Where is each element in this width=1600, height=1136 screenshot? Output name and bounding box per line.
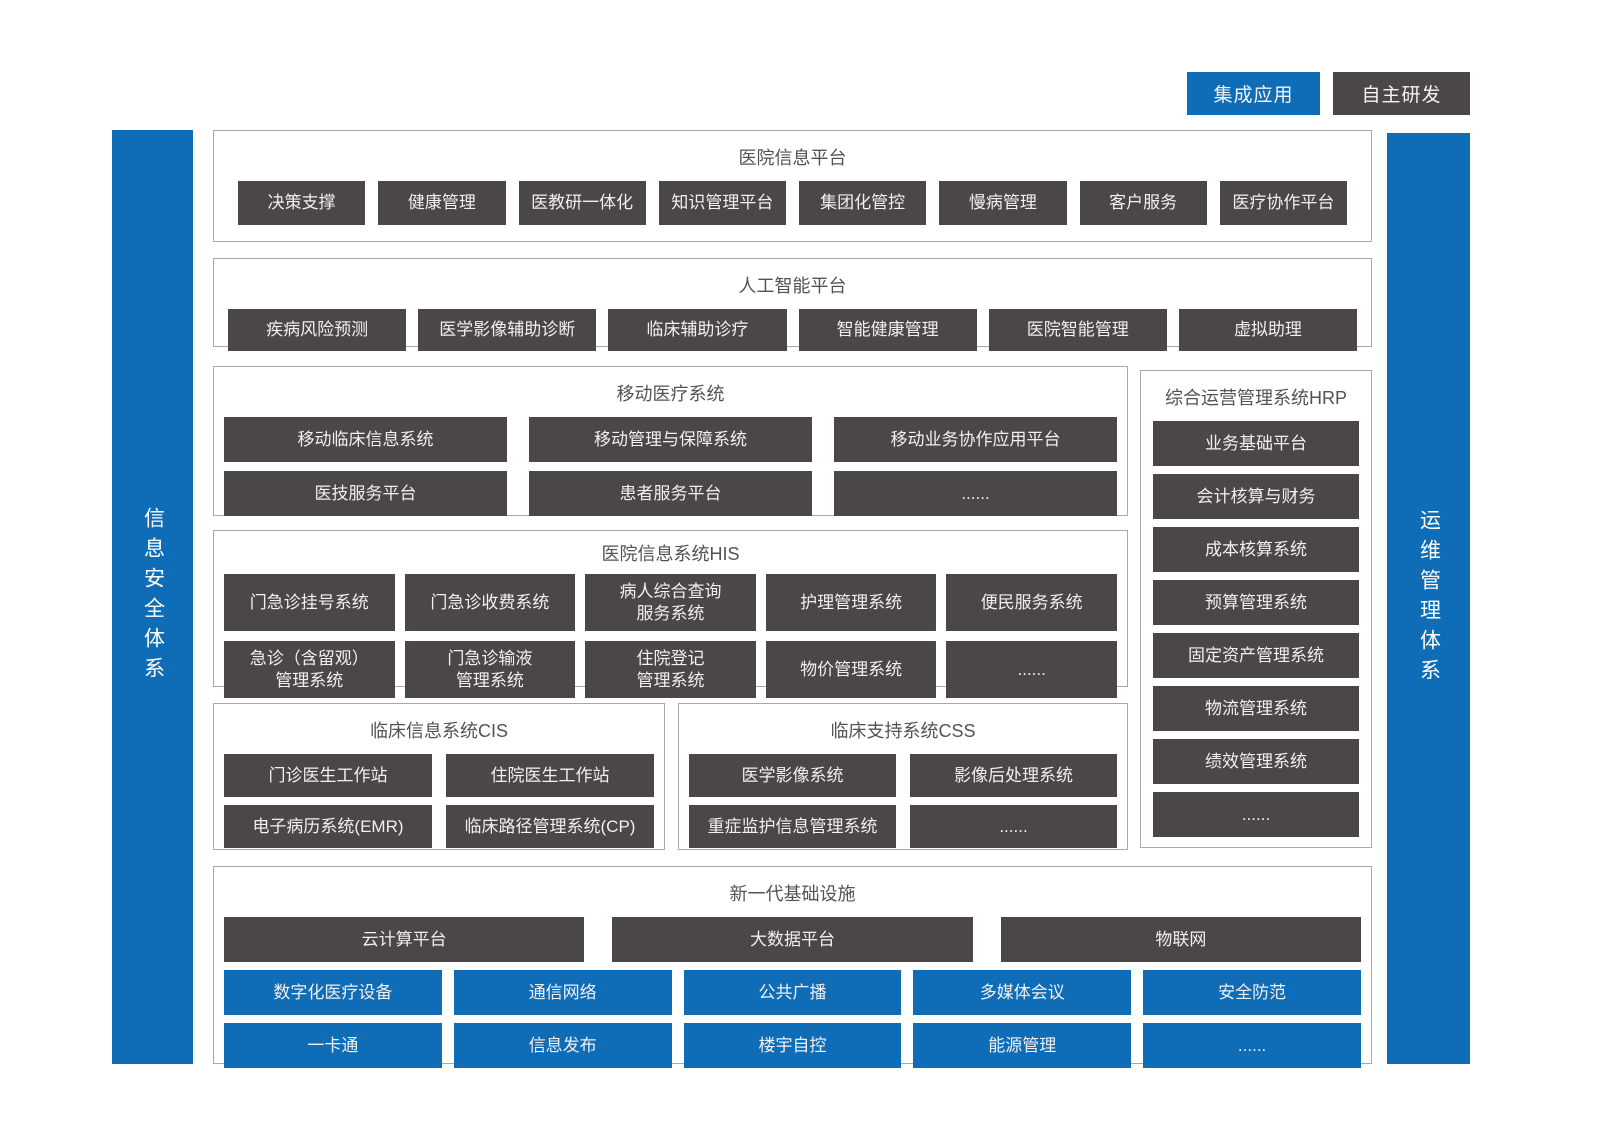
mobile-box-row: 移动临床信息系统 移动管理与保障系统 移动业务协作应用平台 <box>214 417 1127 462</box>
diagram-box: 数字化医疗设备 <box>224 970 442 1015</box>
diagram-box: 物流管理系统 <box>1153 686 1359 731</box>
diagram-box: 绩效管理系统 <box>1153 739 1359 784</box>
legend-integrated-chip: 集成应用 <box>1187 72 1320 115</box>
hospital-info-platform-title: 医院信息平台 <box>738 148 847 168</box>
legend-self-developed-chip: 自主研发 <box>1333 72 1470 115</box>
diagram-box: 业务基础平台 <box>1153 421 1359 466</box>
css-box-row: 重症监护信息管理系统 ...... <box>679 805 1127 848</box>
diagram-box: 临床辅助诊疗 <box>608 309 787 351</box>
his-title: 医院信息系统HIS <box>601 544 740 564</box>
diagram-box: 成本核算系统 <box>1153 527 1359 572</box>
infrastructure-title: 新一代基础设施 <box>729 884 856 904</box>
diagram-box: 临床路径管理系统(CP) <box>446 805 654 848</box>
diagram-box: 电子病历系统(EMR) <box>224 805 432 848</box>
diagram-box: 客户服务 <box>1079 181 1207 225</box>
diagram-box: 医疗协作平台 <box>1219 181 1347 225</box>
hrp-title: 综合运营管理系统HRP <box>1164 388 1347 408</box>
diagram-box: 影像后处理系统 <box>910 754 1117 797</box>
diagram-box: 会计核算与财务 <box>1153 474 1359 519</box>
diagram-box: 知识管理平台 <box>658 181 786 225</box>
infra-dark-row: 云计算平台 大数据平台 物联网 <box>214 917 1371 962</box>
diagram-box: 物联网 <box>1000 917 1361 962</box>
diagram-box: 预算管理系统 <box>1153 580 1359 625</box>
diagram-box: ...... <box>1143 1023 1361 1068</box>
diagram-box: ...... <box>834 471 1117 516</box>
diagram-box: 物价管理系统 <box>765 641 937 698</box>
diagram-box: 移动管理与保障系统 <box>529 417 812 462</box>
diagram-box: 患者服务平台 <box>529 471 812 516</box>
diagram-box: 疾病风险预测 <box>228 309 407 351</box>
diagram-box: 云计算平台 <box>224 917 585 962</box>
diagram-box: 住院登记 管理系统 <box>585 641 756 698</box>
panel-hospital-info-platform: 医院信息平台 决策支撑 健康管理 医教研一体化 知识管理平台 集团化管控 慢病管… <box>213 130 1372 242</box>
diagram-box: 通信网络 <box>453 970 672 1015</box>
panel-hrp: 综合运营管理系统HRP 业务基础平台 会计核算与财务 成本核算系统 预算管理系统… <box>1140 370 1372 848</box>
diagram-box: 决策支撑 <box>238 181 366 225</box>
diagram-box: 安全防范 <box>1143 970 1361 1015</box>
panel-mobile-medical: 移动医疗系统 移动临床信息系统 移动管理与保障系统 移动业务协作应用平台 医技服… <box>213 366 1128 516</box>
diagram-box: 慢病管理 <box>939 181 1067 225</box>
panel-infrastructure: 新一代基础设施 云计算平台 大数据平台 物联网 数字化医疗设备 通信网络 公共广… <box>213 866 1372 1068</box>
diagram-box: 信息发布 <box>453 1023 672 1068</box>
diagram-box: 医技服务平台 <box>224 471 507 516</box>
diagram-box: 门急诊收费系统 <box>404 574 576 631</box>
infra-blue-row: 数字化医疗设备 通信网络 公共广播 多媒体会议 安全防范 <box>214 970 1371 1015</box>
css-title: 临床支持系统CSS <box>830 721 976 741</box>
diagram-box: ...... <box>910 805 1117 848</box>
diagram-box: 医教研一体化 <box>518 181 646 225</box>
mobile-medical-title: 移动医疗系统 <box>616 384 725 404</box>
diagram-box: 医院智能管理 <box>988 309 1167 351</box>
ai-platform-title: 人工智能平台 <box>738 276 847 296</box>
cis-box-row: 门诊医生工作站 住院医生工作站 <box>214 754 664 797</box>
diagram-box: ...... <box>946 641 1117 698</box>
diagram-box: ...... <box>1153 792 1359 837</box>
diagram-box: 多媒体会议 <box>913 970 1132 1015</box>
platform-box-row: 决策支撑 健康管理 医教研一体化 知识管理平台 集团化管控 慢病管理 客户服务 … <box>214 181 1371 225</box>
diagram-box: 虚拟助理 <box>1178 309 1358 351</box>
diagram-box: 医学影像系统 <box>689 754 896 797</box>
diagram-box: 护理管理系统 <box>765 574 937 631</box>
diagram-box: 一卡通 <box>224 1023 442 1068</box>
diagram-box: 能源管理 <box>913 1023 1132 1068</box>
diagram-box: 智能健康管理 <box>798 309 977 351</box>
panel-cis: 临床信息系统CIS 门诊医生工作站 住院医生工作站 电子病历系统(EMR) 临床… <box>213 703 665 850</box>
diagram-box: 住院医生工作站 <box>446 754 654 797</box>
ai-box-row: 疾病风险预测 医学影像辅助诊断 临床辅助诊疗 智能健康管理 医院智能管理 虚拟助… <box>214 309 1371 351</box>
cis-box-row: 电子病历系统(EMR) 临床路径管理系统(CP) <box>214 805 664 848</box>
diagram-box: 楼宇自控 <box>683 1023 902 1068</box>
diagram-box: 门急诊输液 管理系统 <box>404 641 576 698</box>
diagram-box: 公共广播 <box>683 970 902 1015</box>
diagram-box: 健康管理 <box>378 181 506 225</box>
css-box-row: 医学影像系统 影像后处理系统 <box>679 754 1127 797</box>
diagram-box: 重症监护信息管理系统 <box>689 805 896 848</box>
cis-title: 临床信息系统CIS <box>369 721 508 741</box>
diagram-box: 移动临床信息系统 <box>224 417 507 462</box>
his-box-row: 门急诊挂号系统 门急诊收费系统 病人综合查询 服务系统 护理管理系统 便民服务系… <box>214 574 1127 631</box>
diagram-box: 医学影像辅助诊断 <box>418 309 597 351</box>
ops-management-bar: 运维管理体系 <box>1387 133 1470 1064</box>
diagram-box: 集团化管控 <box>799 181 927 225</box>
diagram-box: 门诊医生工作站 <box>224 754 432 797</box>
info-security-bar: 信息安全体系 <box>112 130 193 1064</box>
his-box-row: 急诊（含留观） 管理系统 门急诊输液 管理系统 住院登记 管理系统 物价管理系统… <box>214 641 1127 698</box>
diagram-box: 固定资产管理系统 <box>1153 633 1359 678</box>
hrp-box-stack: 业务基础平台 会计核算与财务 成本核算系统 预算管理系统 固定资产管理系统 物流… <box>1141 421 1371 849</box>
infra-blue-row: 一卡通 信息发布 楼宇自控 能源管理 ...... <box>214 1023 1371 1068</box>
panel-his: 医院信息系统HIS 门急诊挂号系统 门急诊收费系统 病人综合查询 服务系统 护理… <box>213 530 1128 698</box>
diagram-box: 大数据平台 <box>612 917 973 962</box>
diagram-box: 便民服务系统 <box>946 574 1117 631</box>
panel-css: 临床支持系统CSS 医学影像系统 影像后处理系统 重症监护信息管理系统 ....… <box>678 703 1128 850</box>
mobile-box-row: 医技服务平台 患者服务平台 ...... <box>214 471 1127 516</box>
diagram-box: 移动业务协作应用平台 <box>834 417 1117 462</box>
panel-ai-platform: 人工智能平台 疾病风险预测 医学影像辅助诊断 临床辅助诊疗 智能健康管理 医院智… <box>213 258 1372 351</box>
diagram-box: 病人综合查询 服务系统 <box>585 574 756 631</box>
diagram-box: 门急诊挂号系统 <box>224 574 395 631</box>
diagram-box: 急诊（含留观） 管理系统 <box>224 641 395 698</box>
